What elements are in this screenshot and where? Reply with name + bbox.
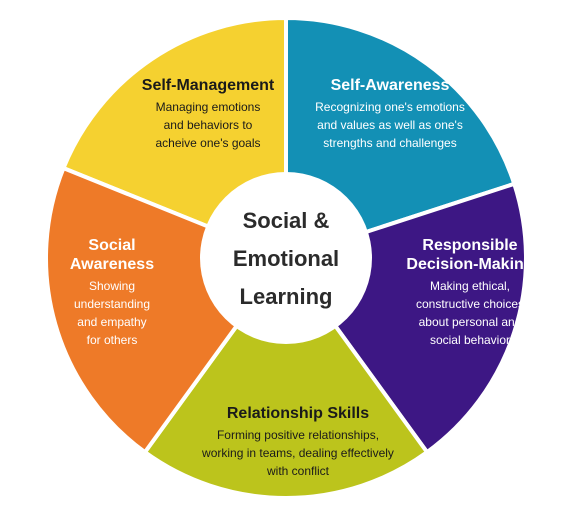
segment-description-social-awareness: and empathy <box>77 315 146 329</box>
segment-title-relationship-skills: Relationship Skills <box>227 405 369 422</box>
segment-title-self-awareness: Self-Awareness <box>331 77 450 94</box>
segment-title-social-awareness: Social <box>88 237 135 254</box>
segment-description-relationship-skills: Forming positive relationships, <box>217 428 379 442</box>
segment-description-self-management: Managing emotions <box>156 100 261 114</box>
segment-title-social-awareness: Awareness <box>70 256 154 273</box>
segment-title-self-management: Self-Management <box>142 77 275 94</box>
segment-description-self-management: and behaviors to <box>164 118 253 132</box>
segment-description-responsible-decision-making: about personal and <box>419 315 522 329</box>
segment-description-self-awareness: Recognizing one's emotions <box>315 100 465 114</box>
segment-description-social-awareness: Showing <box>89 279 135 293</box>
center-line-1: Social & <box>243 208 330 233</box>
segment-description-self-awareness: strengths and challenges <box>323 136 456 150</box>
segment-title-responsible-decision-making: Decision-Making <box>406 256 533 273</box>
segment-description-self-awareness: and values as well as one's <box>317 118 463 132</box>
center-line-2: Emotional <box>233 246 339 271</box>
segment-description-social-awareness: understanding <box>74 297 150 311</box>
segment-description-responsible-decision-making: constructive choices <box>416 297 524 311</box>
segment-description-relationship-skills: with conflict <box>266 464 330 478</box>
segment-description-relationship-skills: working in teams, dealing effectively <box>201 446 394 460</box>
center-disc <box>200 172 372 344</box>
segment-description-social-awareness: for others <box>87 333 138 347</box>
segment-description-self-management: acheive one's goals <box>155 136 260 150</box>
segment-relationship-skills <box>142 254 430 500</box>
center-line-3: Learning <box>240 284 333 309</box>
segment-description-responsible-decision-making: social behavior <box>430 333 510 347</box>
segment-title-responsible-decision-making: Responsible <box>422 237 517 254</box>
segment-description-responsible-decision-making: Making ethical, <box>430 279 510 293</box>
